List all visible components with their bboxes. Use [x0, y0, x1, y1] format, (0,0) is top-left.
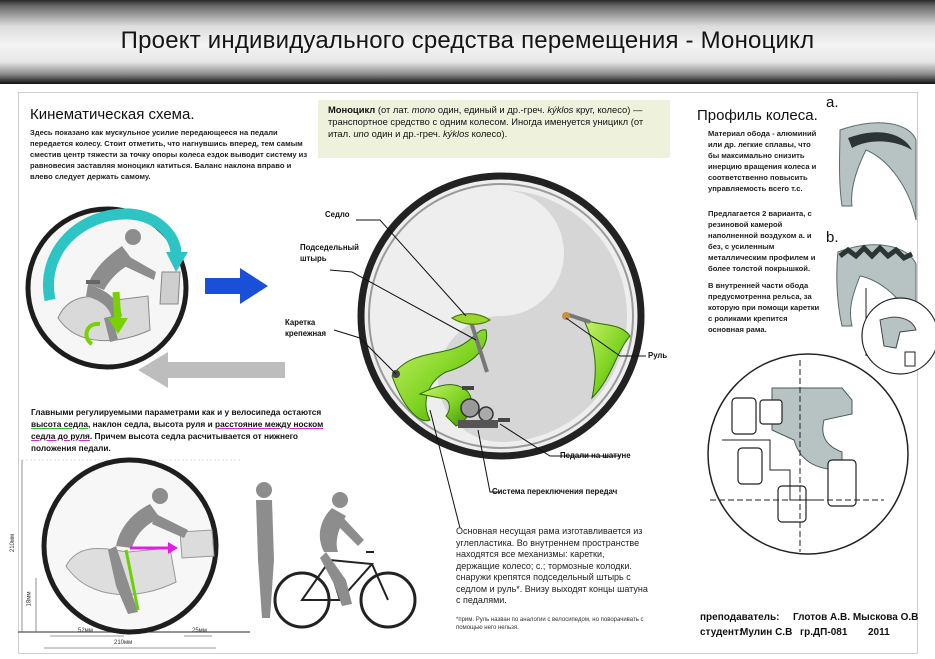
- label-seatpost-1: Подседельный: [300, 243, 359, 252]
- teacher-names: Глотов А.В. Мыскова О.В: [793, 612, 919, 623]
- frame-description: Основная несущая рама изготавливается из…: [456, 526, 648, 605]
- cyclist: [319, 492, 364, 606]
- definition-latin: mono: [411, 104, 436, 115]
- green-push-arrowhead: [108, 318, 128, 334]
- main-frame-right: [583, 319, 631, 400]
- page-title: Проект индивидуального средства перемеще…: [120, 27, 815, 54]
- seatpost: [469, 321, 489, 373]
- leader-saddle: [356, 219, 467, 317]
- profile-body-3: В внутренней части обода предусмотренна …: [708, 281, 820, 334]
- parameters-underline-reach: расстояние между носком седла до руля: [31, 419, 324, 441]
- definition-box: [318, 100, 670, 158]
- green-push-arrow: [112, 291, 122, 323]
- cyan-force-arrow: [43, 208, 182, 302]
- grey-motion-arrow: [138, 352, 285, 388]
- leader-pedals: [499, 423, 620, 457]
- leader-seatpost: [329, 269, 477, 341]
- profile-a-rim: [839, 122, 917, 221]
- standing-person: [256, 482, 274, 618]
- parameters-part: . Причем высота седла расчитывается от н…: [31, 431, 298, 453]
- leader-frame: [429, 409, 461, 529]
- green-rotation-arrow: [84, 321, 101, 346]
- dim-width-label: 210мм: [114, 640, 133, 646]
- parameters-part: , наклон седла, высота руля и: [88, 419, 215, 429]
- label-carriage-1: Каретка: [285, 318, 316, 327]
- parameters-part: Главными регулируемыми параметрами как и…: [31, 407, 322, 417]
- profile-label-b: b.: [826, 229, 839, 246]
- kinematics-heading: Кинематическая схема.: [30, 106, 195, 123]
- main-wheel-rim: [368, 183, 634, 449]
- definition-part: колесо).: [469, 128, 508, 139]
- parameters-underline-seat: высота седла: [31, 419, 89, 429]
- header-bar: [0, 0, 935, 84]
- profile-label-a: a.: [826, 94, 839, 111]
- leader-gears: [477, 429, 500, 493]
- kinematic-frame: [57, 295, 151, 342]
- profile-detail-roller: [904, 351, 916, 367]
- cyan-arrowhead: [166, 252, 188, 272]
- content-frame: [18, 92, 918, 654]
- profile-detail-rail: [879, 316, 917, 349]
- kinematic-rider: [86, 229, 156, 342]
- definition-text: Моноцикл (от лат. mono один, единый и др…: [328, 104, 664, 140]
- profile-body-1: Материал обода - алюминий или др. легкие…: [708, 129, 817, 193]
- footnote: *прим. Руль назван по аналогии с велосип…: [456, 617, 644, 631]
- profile-b-rim: [836, 244, 917, 331]
- teacher-label: преподаватель:: [700, 612, 780, 623]
- yang-dot: [487, 365, 515, 393]
- label-gears: Система переключения передач: [492, 487, 618, 496]
- definition-part: круг, колесо) — транспортное средство с …: [328, 104, 644, 139]
- year: 2011: [868, 627, 890, 638]
- label-seatpost-2: штырь: [300, 254, 327, 263]
- profile-b-tread: [838, 244, 914, 262]
- definition-greek: kýklos: [547, 104, 574, 115]
- yin-yang-shade: [438, 190, 627, 442]
- profile-rail-section: [771, 387, 853, 471]
- carriage-bracket: [710, 360, 884, 552]
- leader-carriage: [333, 329, 397, 375]
- handlebar-stem: [565, 312, 591, 324]
- definition-part: один, единый и др.-греч.: [435, 104, 548, 115]
- gear-system: [458, 386, 510, 428]
- definition-part: (от лат.: [375, 104, 412, 115]
- student-name: Мулин С.В: [740, 627, 793, 638]
- blue-direction-arrow: [205, 268, 268, 304]
- dim-handle: [179, 529, 215, 559]
- dim-inner-label: 52мм: [78, 628, 93, 634]
- student-label: студент:: [700, 627, 743, 638]
- definition-italian: uno: [353, 128, 369, 139]
- label-saddle: Седло: [325, 210, 350, 219]
- student-group: гр.ДП-081: [800, 627, 848, 638]
- kinematic-saddle: [86, 280, 100, 284]
- dim-seat-height-line: [124, 549, 140, 611]
- parameters-text: Главными регулируемыми параметрами как и…: [31, 406, 331, 454]
- label-handlebar: Руль: [648, 351, 668, 360]
- kinematic-handle-box: [159, 271, 181, 305]
- dim-rider: [108, 488, 188, 614]
- yin-dot: [487, 239, 515, 267]
- definition-term: Моноцикл: [328, 104, 376, 115]
- kinematics-body: Здесь показано как мускульное усилие пер…: [30, 128, 308, 181]
- label-carriage-2: крепежная: [285, 329, 327, 338]
- leader-handlebar: [565, 317, 646, 357]
- carriage-rollers: [731, 397, 857, 523]
- handlebar-grip: [562, 312, 570, 320]
- saddle: [450, 313, 492, 325]
- definition-part: один и др.-греч.: [368, 128, 443, 139]
- dim-gap-label: 25мм: [192, 628, 207, 634]
- profile-body-2: Предлагается 2 варианта, с резиновой кам…: [708, 209, 816, 273]
- label-pedals: Педали на шатуне: [560, 451, 631, 460]
- profile-a-tire: [848, 132, 912, 150]
- profile-heading: Профиль колеса.: [697, 107, 818, 124]
- dim-reach-arrowhead: [168, 542, 178, 554]
- definition-greek: kýklos: [442, 128, 470, 139]
